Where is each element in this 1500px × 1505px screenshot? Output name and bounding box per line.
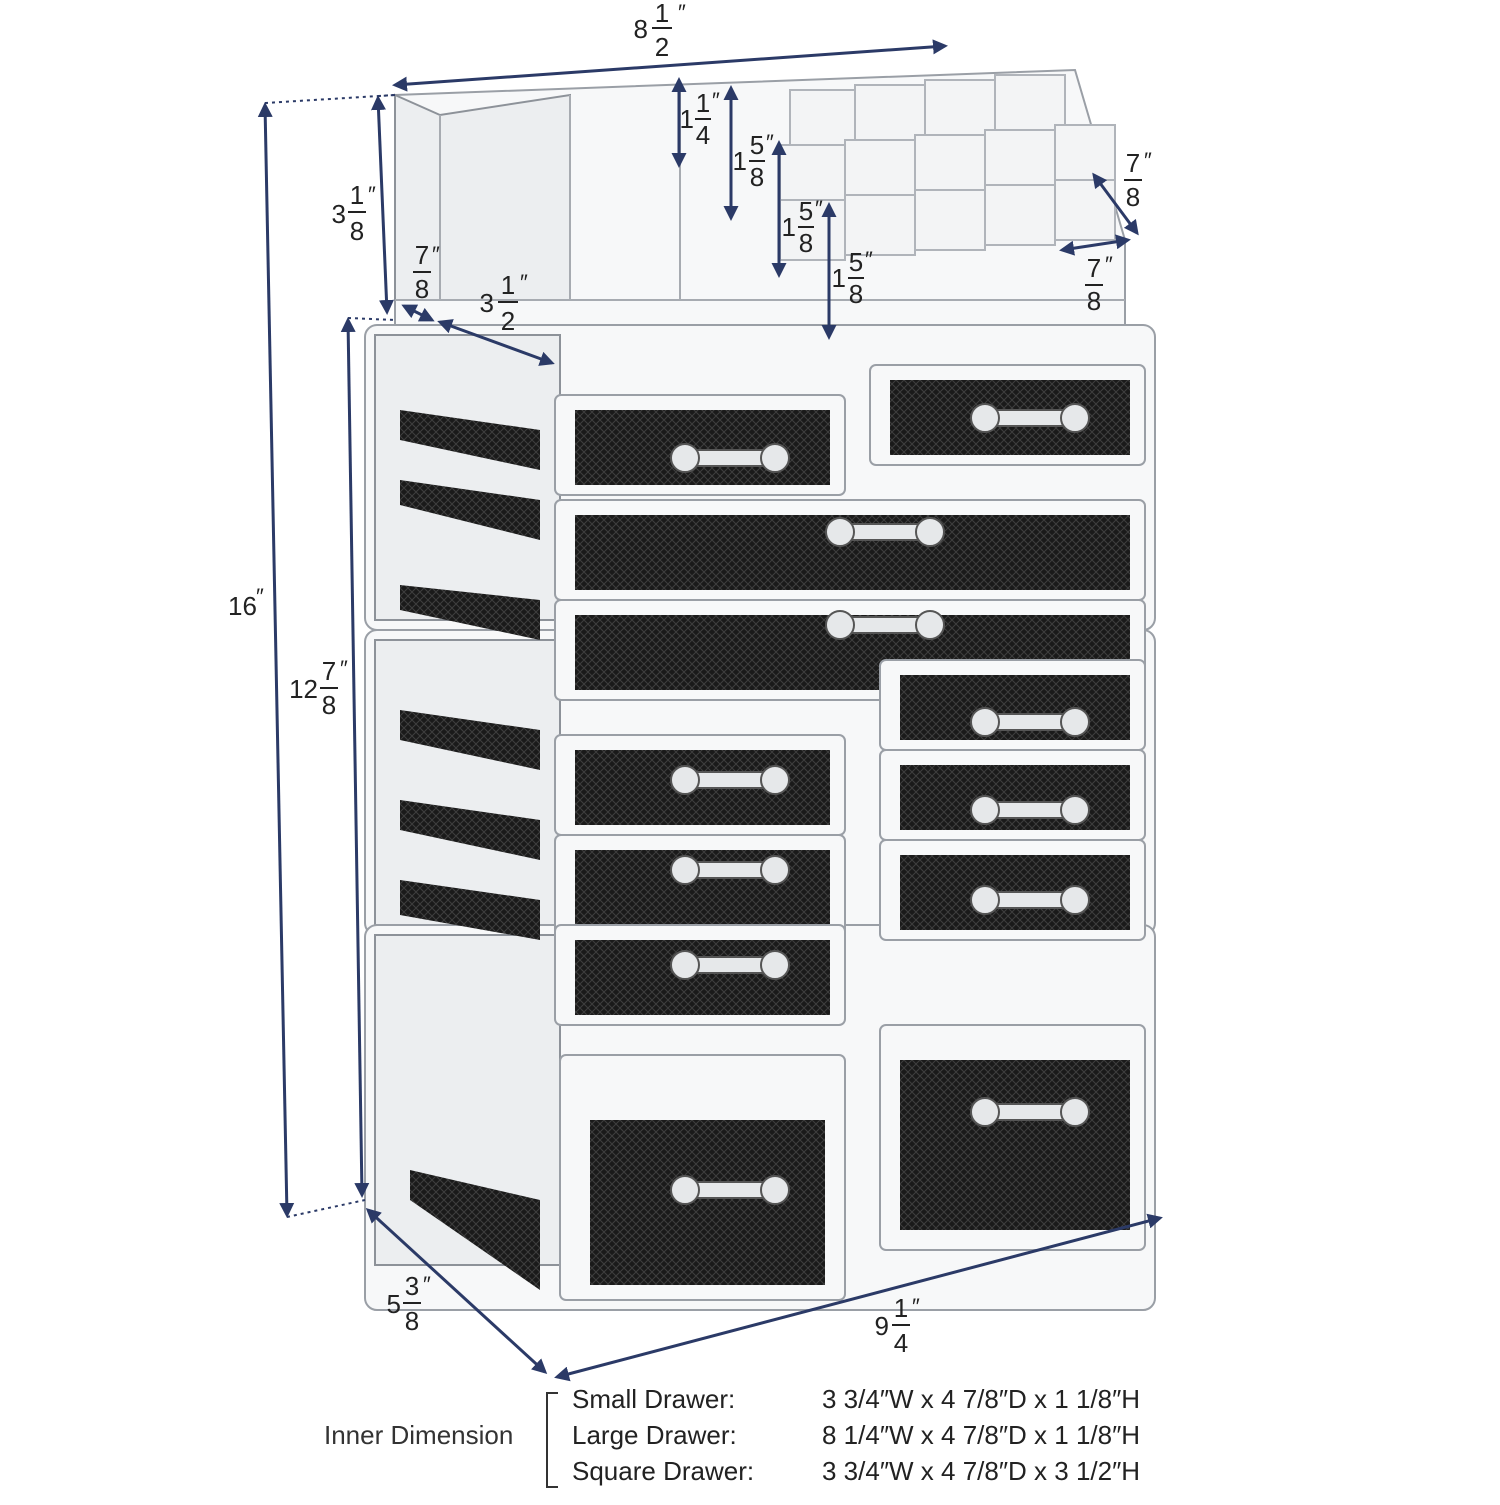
svg-text:3: 3 (405, 1271, 419, 1301)
small-drawer[interactable] (554, 394, 846, 496)
svg-text:1: 1 (655, 0, 669, 28)
svg-text:1: 1 (696, 88, 710, 118)
drawer-knobs (670, 403, 1090, 1205)
dimension-lines (257, 39, 1163, 1382)
dim-total-height: 16 ″ (228, 584, 264, 621)
svg-text:″: ″ (368, 182, 376, 207)
legend-row-small-drawer: Small Drawer: 3 3/4″W x 4 7/8″D x 1 1/8″… (572, 1384, 1192, 1418)
svg-text:″: ″ (815, 196, 823, 221)
dim-base-depth: 5 3 8 ″ (387, 1271, 431, 1336)
dim-top-tray-depth: 3 1 2 ″ (480, 270, 528, 336)
svg-text:″: ″ (340, 656, 348, 681)
inner-dimension-legend: Inner Dimension Small Drawer: 3 3/4″W x … (320, 1384, 1200, 1494)
svg-text:8: 8 (405, 1306, 419, 1336)
svg-text:1: 1 (894, 1293, 908, 1323)
svg-text:7: 7 (1087, 253, 1101, 283)
svg-text:″: ″ (865, 247, 873, 272)
svg-text:5: 5 (750, 130, 764, 160)
svg-text:9: 9 (875, 1311, 889, 1341)
svg-text:1: 1 (733, 146, 747, 176)
svg-text:8: 8 (799, 228, 813, 258)
dim-slot-height-4: 1 5 8 ″ (832, 247, 873, 309)
small-drawer[interactable] (554, 924, 846, 1026)
legend-row-dims: 3 3/4″W x 4 7/8″D x 3 1/2″H (822, 1456, 1141, 1486)
svg-text:8: 8 (634, 14, 648, 44)
square-drawer[interactable] (559, 1054, 846, 1301)
svg-text:1: 1 (501, 270, 515, 300)
dim-slot-height-2: 1 5 8 ″ (733, 130, 774, 192)
legend-row-name: Square Drawer: (572, 1456, 755, 1486)
square-drawer[interactable] (879, 1024, 1146, 1251)
svg-text:7: 7 (1126, 148, 1140, 178)
dim-slot-width-b: 7 8 ″ (1085, 252, 1113, 316)
svg-text:1: 1 (782, 212, 796, 242)
legend-row-name: Large Drawer: (572, 1420, 737, 1450)
small-drawer[interactable] (879, 749, 1146, 841)
dim-top-width: 8 1 2 ″ (634, 0, 686, 62)
dim-drawer-stack-height: 12 7 8 ″ (289, 656, 348, 720)
svg-text:″: ″ (432, 242, 440, 267)
svg-text:″: ″ (423, 1272, 431, 1297)
dim-base-width: 9 1 4 ″ (875, 1293, 920, 1358)
svg-text:″: ″ (712, 88, 720, 113)
svg-text:2: 2 (501, 306, 515, 336)
svg-text:″: ″ (520, 270, 528, 295)
svg-text:1: 1 (680, 104, 694, 134)
svg-text:8: 8 (322, 690, 336, 720)
dim-slot-height-3: 1 5 8 ″ (782, 196, 823, 258)
svg-text:″: ″ (678, 0, 686, 25)
svg-text:1: 1 (350, 180, 364, 210)
small-drawer[interactable] (879, 839, 1146, 941)
top-tray (394, 68, 1126, 326)
large-drawer[interactable] (554, 499, 1146, 601)
dim-top-tray-height: 3 1 8 ″ (332, 180, 376, 246)
svg-text:″: ″ (1105, 252, 1113, 277)
svg-text:1: 1 (832, 263, 846, 293)
legend-row-name: Small Drawer: (572, 1384, 736, 1414)
svg-text:″: ″ (912, 1294, 920, 1319)
svg-text:8: 8 (350, 216, 364, 246)
svg-text:2: 2 (655, 32, 669, 62)
legend-row-large-drawer: Large Drawer: 8 1/4″W x 4 7/8″D x 1 1/8″… (572, 1420, 1192, 1454)
legend-row-dims: 8 1/4″W x 4 7/8″D x 1 1/8″H (822, 1420, 1141, 1450)
svg-text:7: 7 (415, 240, 429, 270)
small-drawer[interactable] (879, 659, 1146, 751)
legend-bracket (546, 1392, 558, 1488)
svg-text:″: ″ (1144, 148, 1152, 173)
svg-text:16: 16 (228, 591, 257, 621)
dim-slot-height-1: 1 1 4 ″ (680, 88, 720, 150)
svg-text:7: 7 (322, 656, 336, 686)
svg-text:3: 3 (480, 288, 494, 318)
legend-row-dims: 3 3/4″W x 4 7/8″D x 1 1/8″H (822, 1384, 1141, 1414)
dim-slot-width-a: 7 8 ″ (1124, 148, 1152, 212)
svg-text:8: 8 (415, 274, 429, 304)
svg-text:8: 8 (750, 162, 764, 192)
legend-row-square-drawer: Square Drawer: 3 3/4″W x 4 7/8″D x 3 1/2… (572, 1456, 1192, 1490)
svg-text:12: 12 (289, 674, 318, 704)
legend-title: Inner Dimension (324, 1420, 514, 1450)
svg-text:3: 3 (332, 199, 346, 229)
dim-top-tray-wall: 7 8 ″ (413, 240, 440, 304)
svg-text:″: ″ (766, 130, 774, 155)
svg-text:5: 5 (849, 247, 863, 277)
svg-text:″: ″ (256, 584, 264, 609)
small-drawer[interactable] (554, 834, 846, 936)
svg-text:5: 5 (799, 196, 813, 226)
svg-text:8: 8 (849, 279, 863, 309)
svg-text:8: 8 (1126, 182, 1140, 212)
svg-text:8: 8 (1087, 286, 1101, 316)
svg-text:4: 4 (894, 1328, 908, 1358)
svg-text:4: 4 (696, 120, 710, 150)
svg-text:5: 5 (387, 1289, 401, 1319)
